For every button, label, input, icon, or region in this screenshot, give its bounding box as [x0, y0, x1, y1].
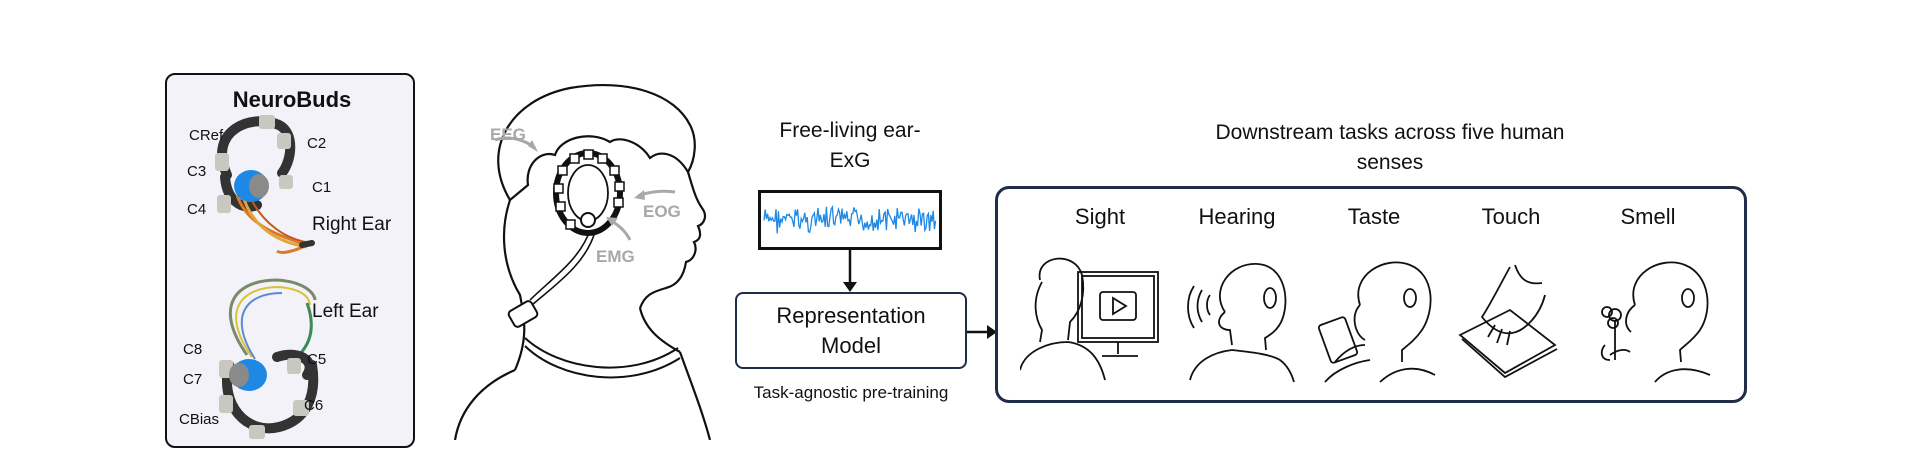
representation-model-label: Representation Model [776, 303, 926, 358]
sense-sight-label: Sight [1074, 204, 1126, 229]
arrow-down-to-model [843, 250, 857, 292]
signal-trace-box [758, 190, 942, 250]
hearing-illustration [1187, 263, 1295, 383]
sight-illustration [1020, 257, 1159, 381]
earbud-illustrations [215, 115, 319, 439]
representation-model-box: Representation Model [735, 292, 967, 369]
sense-hearing-label: Hearing [1198, 204, 1276, 229]
touch-illustration [1458, 264, 1558, 379]
sense-taste-label: Taste [1347, 204, 1401, 229]
left-ear-label: Left Ear [312, 301, 379, 322]
electrode-c4-label: C4 [187, 201, 207, 218]
eeg-label: EEG [490, 125, 526, 144]
sense-touch-label: Touch [1481, 204, 1541, 229]
eog-label: EOG [643, 202, 681, 221]
emg-label: EMG [596, 247, 635, 266]
pretraining-caption: Task-agnostic pre-training [753, 383, 949, 402]
downstream-title: Downstream tasks across five human sense… [1215, 121, 1565, 174]
electrode-c1-label: C1 [312, 179, 332, 196]
signal-title: Free-living ear-ExG [779, 119, 921, 172]
electrode-c2-label: C2 [307, 135, 327, 152]
electrode-c3-label: C3 [187, 163, 207, 180]
sense-smell-label: Smell [1620, 204, 1676, 229]
smell-illustration [1600, 261, 1711, 383]
downstream-tasks-box [995, 186, 1747, 403]
electrode-cref-label: CRef [189, 127, 224, 144]
electrode-c8-label: C8 [183, 341, 203, 358]
electrode-c5-label: C5 [307, 351, 327, 368]
right-earbud [215, 115, 315, 254]
right-ear-label: Right Ear [312, 214, 392, 235]
electrode-cbias-label: CBias [179, 411, 220, 428]
arrow-right-to-tasks [967, 325, 997, 339]
electrode-c7-label: C7 [183, 371, 203, 388]
taste-illustration [1317, 261, 1436, 383]
neurobuds-panel: NeuroBuds [165, 73, 415, 448]
head-with-earbuds-illustration [453, 84, 712, 440]
exg-signal-trace [763, 204, 937, 234]
neurobuds-title: NeuroBuds [232, 87, 352, 112]
left-earbud [219, 278, 319, 439]
electrode-c6-label: C6 [304, 397, 324, 414]
